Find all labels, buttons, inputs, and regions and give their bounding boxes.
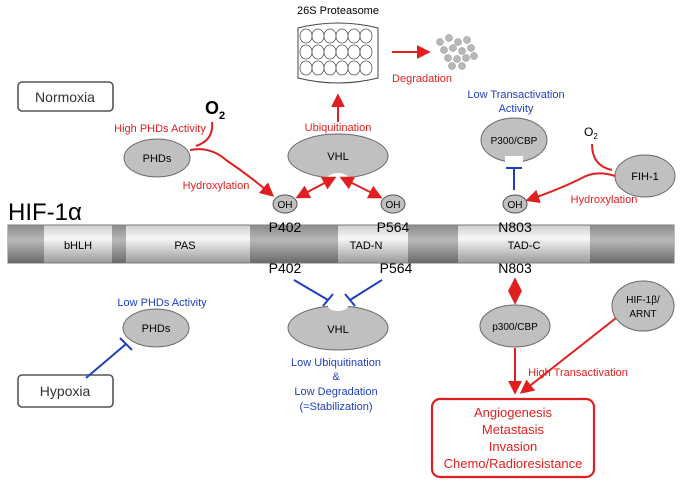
fih1-label: FIH-1 [631,171,659,183]
oh-label-p402: OH [278,200,293,211]
p300cbp-hypoxia-ellipse [479,304,551,348]
high-phds-activity-label: High PHDs Activity [114,123,206,135]
fih1-hydroxylation-arrow [528,143,616,200]
ampersand-label: & [332,371,340,383]
domain-tadn-label: TAD-N [350,240,383,252]
low-transactivation-label-1: Low Transactivation [467,89,564,101]
low-phds-activity-label: Low PHDs Activity [117,297,207,309]
hydroxylation-left-label: Hydroxylation [183,180,250,192]
outcomes-box [430,397,596,479]
residue-p402-top: P402 [269,219,302,235]
phds-hypoxia-ellipse [122,308,190,348]
domain-pas-label: PAS [174,240,195,252]
vhl-hypoxia-notch [328,301,348,311]
low-transactivation-label-2: Activity [499,103,534,115]
proteasome-label: 26S Proteasome [297,5,379,17]
stabilization-label: (=Stabilization) [299,401,372,413]
oh-group-p564: OH [380,194,406,214]
hypoxia-box [17,374,114,408]
p300cbp-normoxia-label: P300/CBP [491,136,538,147]
normoxia-label: Normoxia [35,89,95,105]
inhibit-hypoxia-phds [85,337,133,379]
arrow-hif1b-to-outcomes [519,317,617,394]
p300cbp-hypoxia-label: p300/CBP [492,322,538,333]
domain-tadc-label: TAD-C [508,240,541,252]
proteasome-icon [297,22,379,84]
degraded-fragments-icon [436,34,478,70]
oxygen-small-sub: 2 [593,132,598,141]
arrow-vhl-p564 [339,176,383,199]
phds-hypoxia-label: PHDs [142,323,171,335]
oh-group-p402: OH [272,194,298,214]
outcome-chemo-radioresistance: Chemo/Radioresistance [444,456,583,471]
outcome-metastasis: Metastasis [482,422,545,437]
hypoxia-label: Hypoxia [40,383,91,399]
p300cbp-binding-notch [505,156,523,164]
oxygen-large-o: O [205,98,219,118]
hif1a-title-main: HIF-1 [8,199,68,226]
oh-group-n803: OH [502,194,528,214]
domain-block-dark-2 [112,225,126,263]
inhibit-p300-n803 [506,167,522,190]
phds-normoxia-label: PHDs [143,153,172,165]
hif1b-label-1: HIF-1β/ [626,295,660,306]
oxygen-large-sub: 2 [219,110,225,122]
o2-phds-hydroxylation-arrow [189,121,272,195]
vhl-binding-notch [328,173,348,183]
hif1b-arnt-ellipse [611,280,675,332]
oxygen-small: O2 [584,125,598,141]
high-transactivation-label: High Transactivation [528,367,628,379]
inhibit-p402-vhl [293,279,334,307]
degradation-label: Degradation [392,73,452,85]
domain-bhlh-label: bHLH [64,240,92,252]
hif1a-title: HIF-1α [8,199,82,226]
hif1a-title-alpha: α [68,199,82,226]
arrow-vhl-p402 [295,176,337,199]
oxygen-large: O2 [205,98,225,122]
oxygen-small-o: O [584,125,593,139]
outcome-angiogenesis: Angiogenesis [474,405,553,420]
residue-n803-bottom: N803 [498,260,532,276]
residue-p564-top: P564 [377,219,410,235]
hif1b-label-2: ARNT [629,309,656,320]
residue-p402-bottom: P402 [269,260,302,276]
outcome-invasion: Invasion [489,439,537,454]
oh-label-p564: OH [386,200,401,211]
domain-block-dark-1 [8,225,44,263]
domain-block-dark-5 [590,225,674,263]
ubiquitination-label: Ubiquitination [305,122,372,134]
normoxia-box [17,81,114,112]
hif1a-protein-bar: bHLH PAS TAD-N TAD-C [7,224,675,264]
inhibit-p564-vhl [344,279,383,307]
domain-block-dark-3 [250,225,338,263]
residue-p564-bottom: P564 [380,260,413,276]
domain-block-dark-4 [408,225,458,263]
low-degradation-label: Low Degradation [294,386,377,398]
oh-label-n803: OH [508,200,523,211]
low-ubiquitination-label: Low Ubiquitination [291,357,381,369]
vhl-hypoxia-label: VHL [327,324,348,336]
hydroxylation-right-label: Hydroxylation [571,194,638,206]
phds-normoxia-ellipse [123,138,191,178]
vhl-normoxia-label: VHL [327,151,348,163]
residue-n803-top: N803 [498,219,532,235]
